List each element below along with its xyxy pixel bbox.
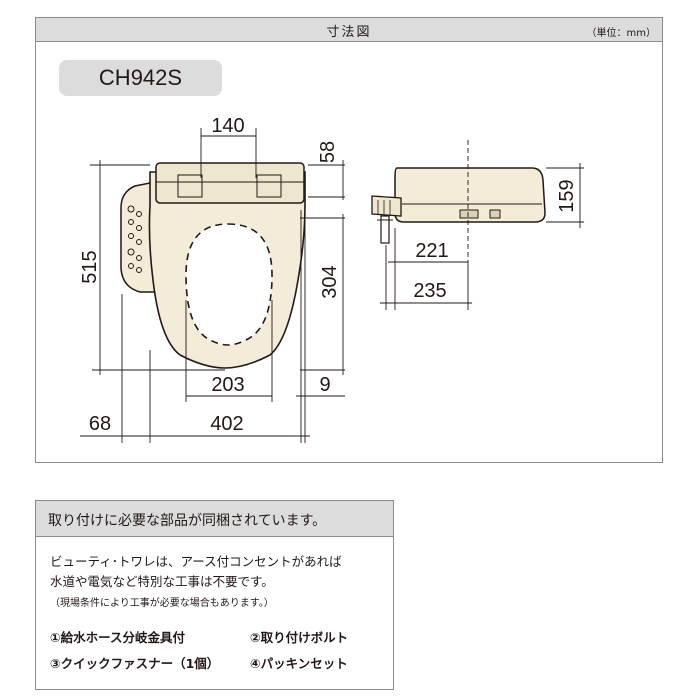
dim-68: 68 bbox=[89, 413, 111, 435]
part-item-2: ②取り付けボルト bbox=[250, 630, 349, 645]
part-item-1: ①給水ホース分岐金具付 bbox=[50, 630, 185, 645]
model-name: CH942S bbox=[98, 65, 183, 90]
info-panel-header: 取り付けに必要な部品が同梱されています。 bbox=[36, 501, 393, 537]
side-tank-body bbox=[394, 167, 546, 223]
dim-304: 304 bbox=[319, 265, 341, 298]
dim-203: 203 bbox=[211, 374, 244, 396]
info-panel: 取り付けに必要な部品が同梱されています。 ビューティ･トワレは、アース付コンセン… bbox=[35, 500, 394, 690]
side-view-dimension-lines bbox=[380, 140, 584, 310]
seat-opening bbox=[185, 223, 273, 346]
part-item-3: ③クイックファスナー（1個） bbox=[50, 656, 220, 671]
dimension-labels: 140 58 515 304 203 9 68 402 159 221 235 bbox=[79, 115, 578, 435]
installation-note: （現場条件により工事が必要な場合もあります。） bbox=[50, 598, 274, 609]
dim-515: 515 bbox=[79, 250, 101, 283]
dim-221: 221 bbox=[415, 240, 448, 262]
dim-9: 9 bbox=[319, 374, 330, 396]
description-line-1: ビューティ･トワレは、アース付コンセントがあれば bbox=[50, 554, 342, 569]
control-panel-shape bbox=[120, 181, 157, 293]
dim-402: 402 bbox=[210, 413, 243, 435]
part-item-4: ④パッキンセット bbox=[250, 656, 348, 671]
dim-58: 58 bbox=[317, 141, 339, 163]
dim-159: 159 bbox=[556, 179, 578, 212]
dimension-panel-title: 寸法図 bbox=[326, 25, 372, 40]
dim-140: 140 bbox=[211, 115, 244, 137]
side-control-panel bbox=[371, 195, 402, 217]
side-view-drawing bbox=[371, 167, 546, 244]
top-view-drawing bbox=[120, 162, 306, 369]
unit-label: （単位：mm） bbox=[586, 28, 656, 39]
side-mount-bolt bbox=[380, 215, 390, 244]
top-view-dimension-lines bbox=[80, 128, 345, 443]
hinge-block bbox=[155, 162, 305, 204]
model-badge: CH942S bbox=[59, 60, 222, 96]
info-panel-title: 取り付けに必要な部品が同梱されています。 bbox=[48, 513, 327, 529]
dimension-panel-header: 寸法図 （単位：mm） bbox=[36, 18, 662, 42]
dim-235: 235 bbox=[413, 280, 446, 302]
description-line-2: 水道や電気など特別な工事は不要です。 bbox=[50, 574, 274, 589]
